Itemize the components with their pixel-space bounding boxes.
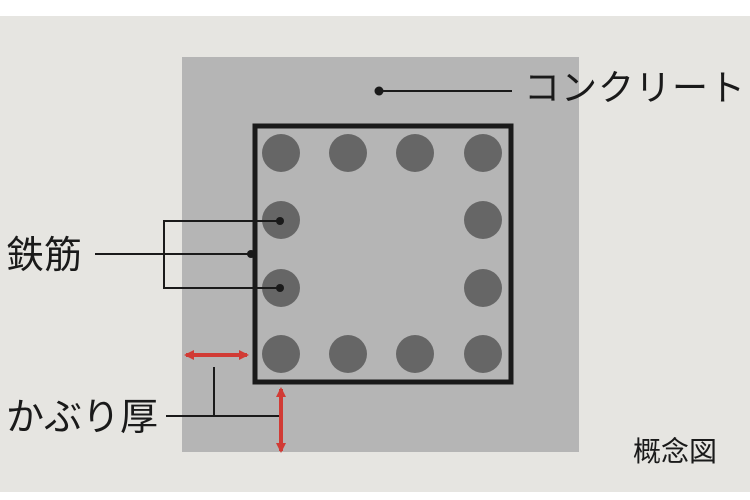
rebar-circle <box>329 335 367 373</box>
cover-arrows <box>184 350 286 453</box>
cover-thickness-label: かぶり厚 <box>6 395 159 439</box>
rebar-leader-dot-stirrup <box>247 250 255 258</box>
rebar-circle <box>464 134 502 172</box>
rebar-circle <box>396 335 434 373</box>
rebar-circle <box>329 134 367 172</box>
rebar-circle <box>262 134 300 172</box>
rebar-leader-bracket <box>163 220 280 289</box>
concrete-label: コンクリート <box>524 68 747 109</box>
rebar-circle <box>464 335 502 373</box>
rebar-circle <box>396 134 434 172</box>
rebar-circle <box>464 269 502 307</box>
cover-leader <box>166 367 280 417</box>
rebar-label: 鉄筋 <box>6 233 83 277</box>
concrete-leader <box>374 86 512 96</box>
rebar-leader-dot-upper <box>276 217 284 225</box>
rebar-circle <box>464 201 502 239</box>
rebar-leader <box>95 217 284 292</box>
rebar-leader-dot-lower <box>276 284 284 292</box>
concept-diagram-label: 概念図 <box>633 435 718 468</box>
rebar-circle <box>262 335 300 373</box>
